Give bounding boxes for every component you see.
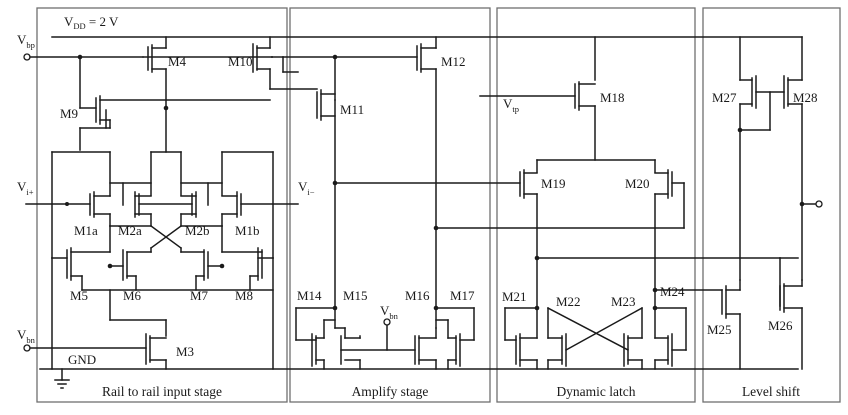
m4-label: M4: [168, 54, 187, 69]
m1a-label: M1a: [74, 223, 98, 238]
input-stage-box: [36, 7, 288, 403]
m19-label: M19: [541, 176, 566, 191]
m3-label: M3: [176, 344, 194, 359]
m21-label: M21: [502, 289, 527, 304]
latch-stage-box: [496, 7, 696, 403]
vbp-label: Vbp: [17, 32, 35, 50]
m8-label: M8: [235, 288, 253, 303]
shift-stage-caption: Level shift: [742, 384, 800, 399]
gnd-label: GND: [68, 352, 96, 367]
amplify-wiring: [269, 36, 685, 370]
m7-label: M7: [190, 288, 209, 303]
latch-stage-caption: Dynamic latch: [556, 384, 635, 399]
m17-label: M17: [450, 288, 475, 303]
m10-transistor: [252, 36, 284, 90]
m3-transistor: [23, 289, 167, 370]
input-pair-wiring: [25, 151, 299, 259]
vbp-line: [23, 53, 273, 61]
vbn2-label: Vbn: [380, 303, 399, 321]
m23-label: M23: [611, 294, 636, 309]
m6-label: M6: [123, 288, 142, 303]
vbn-label: Vbn: [17, 327, 36, 345]
m27-label: M27: [712, 90, 737, 105]
vbp-pin: [23, 53, 31, 61]
m24-label: M24: [660, 284, 685, 299]
m9-label: M9: [60, 106, 78, 121]
m10-label: M10: [228, 54, 253, 69]
vdd-label: VDD = 2 V: [64, 14, 119, 31]
m12-label: M12: [441, 54, 466, 69]
m11-label: M11: [340, 102, 364, 117]
input-lower-nmos: [51, 225, 274, 370]
m22-label: M22: [556, 294, 581, 309]
vim-label: Vi−: [298, 179, 315, 197]
amplify-stage-caption: Amplify stage: [352, 384, 429, 399]
vip-label: Vi+: [17, 179, 34, 197]
m28-label: M28: [793, 90, 818, 105]
m14-label: M14: [297, 288, 322, 303]
latch-wiring: [479, 36, 799, 370]
m15-label: M15: [343, 288, 368, 303]
amplify-stage-box: [289, 7, 491, 403]
m5-label: M5: [70, 288, 88, 303]
m2a-label: M2a: [118, 223, 142, 238]
m18-label: M18: [600, 90, 625, 105]
m9-transistor: [79, 56, 271, 151]
m2b-label: M2b: [185, 223, 210, 238]
m25-label: M25: [707, 322, 732, 337]
vtp-label: Vtp: [503, 96, 519, 114]
input-stage-caption: Rail to rail input stage: [102, 384, 222, 399]
level-shift-wiring: [721, 36, 823, 370]
m16-label: M16: [405, 288, 430, 303]
m4-transistor: [142, 36, 167, 109]
m20-label: M20: [625, 176, 650, 191]
m1b-label: M1b: [235, 223, 260, 238]
shift-stage-box: [702, 7, 841, 403]
m26-label: M26: [768, 318, 793, 333]
